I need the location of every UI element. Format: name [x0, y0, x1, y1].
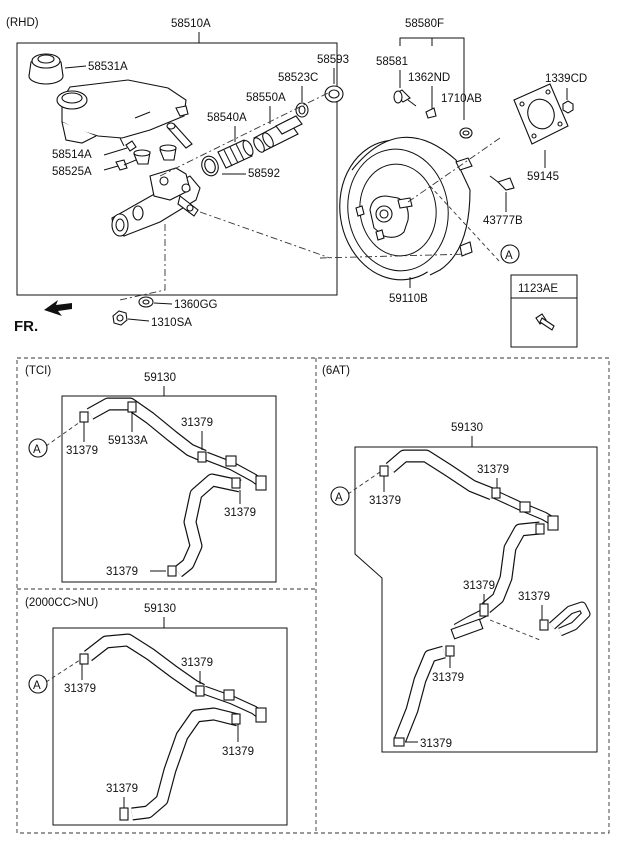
label-31379-nu-d[interactable]: 31379 — [106, 783, 138, 795]
label-31379-tci-d[interactable]: 31379 — [106, 566, 138, 578]
label-59130-nu[interactable]: 59130 — [144, 603, 176, 615]
label-31379-nu-a[interactable]: 31379 — [181, 657, 213, 669]
nut-1360GG-icon[interactable] — [138, 296, 154, 308]
label-59133A[interactable]: 59133A — [108, 435, 148, 447]
oring-58592-icon[interactable] — [199, 154, 221, 178]
label-31379-tci-b[interactable]: 31379 — [66, 445, 98, 457]
nu-lower-hose-icon[interactable] — [131, 707, 240, 821]
piston-58550A-icon[interactable] — [252, 115, 303, 154]
label-58593[interactable]: 58593 — [317, 54, 349, 66]
bolt-58581-icon[interactable] — [393, 89, 417, 107]
washer-1710AB-icon[interactable] — [459, 127, 473, 139]
label-1310SA[interactable]: 1310SA — [151, 317, 192, 329]
nu-upper-hose-icon[interactable] — [84, 633, 265, 720]
label-59110B[interactable]: 59110B — [389, 293, 428, 305]
gasket-59145-icon[interactable] — [513, 83, 569, 145]
label-59145[interactable]: 59145 — [527, 171, 559, 183]
brake-booster-icon[interactable] — [331, 133, 473, 288]
label-31379-6at-f[interactable]: 31379 — [420, 738, 452, 750]
at6-hose-box — [354, 446, 598, 753]
piston-58540A-icon[interactable] — [217, 139, 255, 169]
reservoir-cap-icon[interactable] — [28, 53, 64, 85]
label-43777B[interactable]: 43777B — [483, 215, 523, 227]
label-58580F[interactable]: 58580F — [405, 18, 444, 30]
tci-section: (TCI) 59130 59133A 31379 31379 31 — [25, 365, 277, 583]
ref-a-circle-booster — [500, 244, 520, 264]
nu-clamps-icon[interactable] — [79, 653, 267, 821]
label-1360GG[interactable]: 1360GG — [174, 299, 218, 311]
booster-section: 58580F 58581 1362ND 1710AB — [319, 18, 587, 305]
label-31379-6at-d[interactable]: 31379 — [518, 591, 550, 603]
label-58540A[interactable]: 58540A — [207, 112, 247, 124]
label-58510A[interactable]: 58510A — [171, 18, 211, 30]
label-59130-tci[interactable]: 59130 — [144, 372, 176, 384]
variant-label-tci: (TCI) — [25, 365, 51, 377]
label-59130-6at[interactable]: 59130 — [451, 422, 483, 434]
at6-loop-hose-icon[interactable] — [549, 601, 591, 637]
clip-43777B-icon[interactable] — [489, 175, 515, 191]
label-58523C[interactable]: 58523C — [278, 72, 318, 84]
label-31379-6at-e[interactable]: 31379 — [432, 672, 464, 684]
at6-middle-hose-icon[interactable] — [453, 521, 541, 632]
seal-58593-icon[interactable] — [324, 85, 344, 103]
reservoir-icon[interactable] — [56, 79, 189, 147]
at6-clamps-icon[interactable] — [379, 465, 559, 747]
grommet-icon[interactable] — [133, 144, 177, 165]
at6-section: (6AT) 59130 — [322, 365, 598, 753]
label-1710AB[interactable]: 1710AB — [441, 93, 482, 105]
front-arrow-icon — [44, 300, 72, 316]
label-31379-tci-c[interactable]: 31379 — [224, 507, 256, 519]
label-31379-nu-b[interactable]: 31379 — [64, 683, 96, 695]
label-31379-6at-c[interactable]: 31379 — [463, 580, 495, 592]
screw-58525A-icon[interactable] — [115, 159, 137, 171]
front-label: FR. — [14, 318, 38, 335]
tci-lower-hose-icon[interactable] — [173, 473, 242, 578]
ref-a-tci: A — [33, 444, 41, 456]
nut-1310SA-icon[interactable] — [112, 310, 128, 326]
tci-hose-box — [61, 395, 277, 583]
label-31379-6at-b[interactable]: 31379 — [369, 495, 401, 507]
at6-lower-hose-icon[interactable] — [393, 645, 446, 743]
master-cylinder-box — [16, 42, 338, 296]
nut-1339CD-icon[interactable] — [562, 100, 574, 114]
pin-58514A-icon[interactable] — [125, 140, 137, 152]
label-58525A[interactable]: 58525A — [52, 166, 92, 178]
ref-a-booster: A — [505, 250, 513, 262]
bolt-1123AE-box: 1123AE — [510, 274, 578, 348]
variant-label-rhd: (RHD) — [6, 17, 39, 29]
seal-58523C-icon[interactable] — [295, 102, 309, 118]
label-31379-tci-a[interactable]: 31379 — [181, 417, 213, 429]
label-31379-nu-c[interactable]: 31379 — [222, 746, 254, 758]
clip-1362ND-icon[interactable] — [425, 107, 437, 119]
label-58550A[interactable]: 58550A — [246, 92, 286, 104]
nu-hose-box — [52, 627, 288, 826]
ref-a-nu: A — [33, 680, 41, 692]
label-58514A[interactable]: 58514A — [52, 149, 92, 161]
variant-label-6at: (6AT) — [322, 365, 350, 377]
master-cylinder-body-icon[interactable] — [111, 167, 201, 237]
tci-clamps-icon[interactable] — [79, 401, 267, 577]
pin-tube-icon[interactable] — [166, 122, 193, 149]
label-58592[interactable]: 58592 — [248, 168, 280, 180]
ref-a-6at: A — [335, 492, 343, 504]
label-58581[interactable]: 58581 — [376, 56, 408, 68]
ref-a-circle-6at — [330, 486, 350, 506]
label-58531A[interactable]: 58531A — [88, 61, 128, 73]
variant-label-nu: (2000CC>NU) — [25, 597, 98, 609]
label-1339CD[interactable]: 1339CD — [545, 73, 587, 85]
master-cylinder-section: (RHD) 58510A 58531A 58514A — [6, 17, 349, 301]
label-1362ND[interactable]: 1362ND — [408, 72, 450, 84]
bolt-1123AE-icon[interactable] — [535, 313, 555, 331]
nu-section: (2000CC>NU) 59130 31379 31379 31379 3137 — [25, 597, 288, 826]
ref-a-circle-nu — [28, 674, 48, 694]
label-31379-6at-a[interactable]: 31379 — [477, 464, 509, 476]
label-1123AE[interactable]: 1123AE — [518, 283, 558, 295]
vacuum-hose-frame — [16, 357, 610, 834]
ref-a-circle-tci — [28, 438, 48, 458]
